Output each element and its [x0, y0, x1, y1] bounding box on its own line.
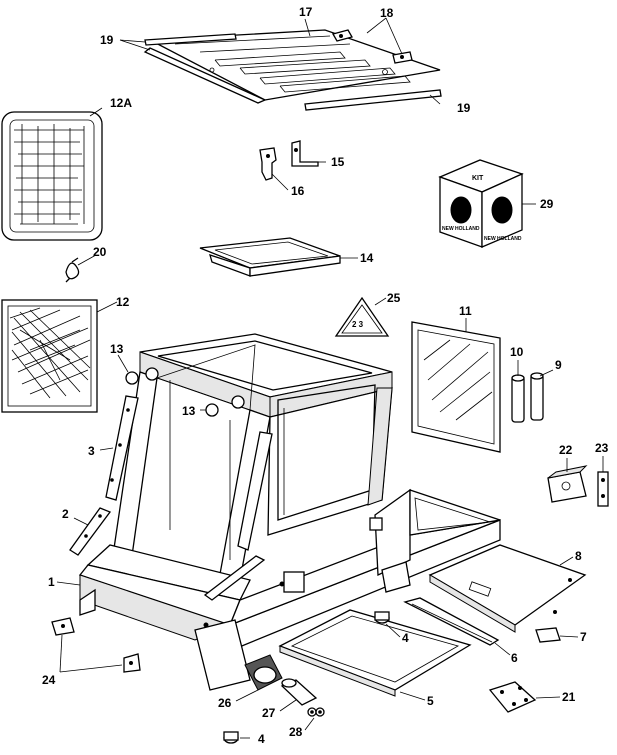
leader-lines — [56, 17, 604, 739]
part-4-plug-upper — [374, 611, 390, 624]
part-15-bracket — [291, 140, 319, 167]
warning-sign-text: 2 3 — [352, 320, 364, 329]
callout-2: 2 — [62, 507, 69, 521]
callout-4-lower: 4 — [258, 732, 265, 746]
callout-17: 17 — [299, 5, 313, 19]
callout-18: 18 — [380, 6, 394, 20]
part-4-plug-lower — [223, 731, 239, 744]
part-8-floor-plate — [428, 544, 587, 633]
callout-11: 11 — [459, 304, 472, 318]
kit-box-brand-left: NEW HOLLAND — [442, 226, 480, 232]
kit-box-brand-right: NEW HOLLAND — [484, 236, 522, 242]
callout-3: 3 — [88, 444, 95, 458]
callout-24: 24 — [42, 673, 56, 687]
part-10-seal — [511, 374, 525, 423]
part-2-strip — [69, 507, 112, 556]
callout-16: 16 — [291, 184, 305, 198]
callout-28: 28 — [289, 725, 303, 739]
callout-13-left: 13 — [110, 342, 124, 356]
callout-26: 26 — [218, 696, 232, 710]
callout-22: 22 — [559, 443, 573, 457]
callout-29: 29 — [540, 197, 554, 211]
part-16-latch — [259, 147, 277, 181]
part-12a-rear-window — [1, 111, 103, 241]
callout-labels: 17 18 19 19 12A 15 16 29 20 14 12 25 11 … — [42, 5, 609, 746]
callout-5: 5 — [427, 694, 434, 708]
part-9-seal — [530, 372, 544, 421]
part-11-front-glass — [411, 321, 501, 453]
callout-12: 12 — [116, 295, 130, 309]
part-29-kit-box: KIT NEW HOLLAND NEW HOLLAND — [438, 159, 524, 248]
part-14-tray — [199, 237, 341, 277]
callout-23: 23 — [595, 441, 609, 455]
callout-20: 20 — [93, 245, 107, 259]
part-21-plate — [488, 681, 537, 713]
callout-9: 9 — [555, 358, 562, 372]
part-7-plate — [535, 627, 561, 643]
part-12-side-window — [1, 299, 98, 413]
kit-box-title: KIT — [472, 175, 484, 182]
part-23-lock-plate — [597, 471, 609, 507]
part-25-warning-sign: 2 3 — [334, 296, 390, 337]
part-18-brackets — [332, 29, 413, 64]
callout-13-mid: 13 — [182, 404, 196, 418]
part-strip-front-pillar — [237, 431, 273, 551]
part-5-floor-mat — [278, 609, 472, 697]
callout-25: 25 — [387, 291, 401, 305]
callout-7: 7 — [580, 630, 587, 644]
part-strip-front-lower — [203, 555, 266, 601]
part-28-fasteners — [307, 707, 325, 717]
callout-14: 14 — [360, 251, 374, 265]
part-24-clips — [51, 617, 141, 673]
part-3-strip — [105, 395, 139, 501]
callout-27: 27 — [262, 706, 276, 720]
part-13-grommets — [125, 371, 219, 417]
callout-21: 21 — [562, 690, 576, 704]
part-17-roof-panel — [147, 29, 441, 101]
part-20-clip — [65, 257, 80, 283]
callout-8: 8 — [575, 549, 582, 563]
callout-4-upper: 4 — [402, 631, 409, 645]
callout-12a: 12A — [110, 96, 132, 110]
part-27-sleeve — [280, 678, 318, 706]
callout-15: 15 — [331, 155, 345, 169]
callout-19-top: 19 — [100, 33, 114, 47]
cab-frame — [78, 333, 501, 691]
callout-6: 6 — [511, 651, 518, 665]
part-6-rail — [403, 597, 500, 646]
callout-10: 10 — [510, 345, 524, 359]
callout-19-right: 19 — [457, 101, 471, 115]
callout-1: 1 — [48, 575, 55, 589]
